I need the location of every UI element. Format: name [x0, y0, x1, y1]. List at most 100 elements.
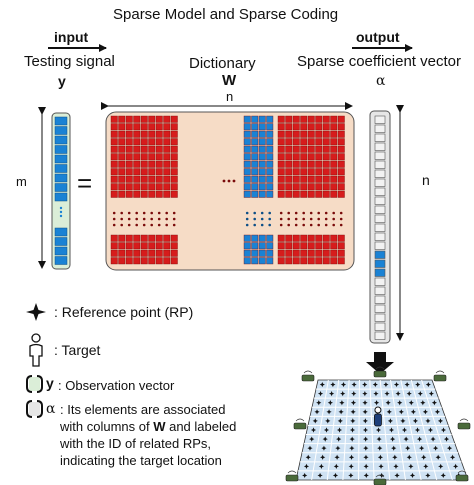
dictionary-cell — [155, 130, 163, 138]
dictionary-cell — [277, 175, 285, 183]
dictionary-cell — [125, 168, 133, 176]
ellipsis-dot — [172, 211, 176, 215]
dictionary-cell — [307, 249, 315, 257]
star-icon — [388, 427, 395, 433]
dictionary-cell — [170, 160, 178, 168]
grid-line — [379, 379, 391, 481]
grid-line — [326, 379, 340, 481]
dictionary-cell — [277, 115, 285, 123]
ellipsis-dot — [317, 223, 321, 227]
dictionary-cell — [337, 249, 345, 257]
dictionary-cell — [315, 168, 323, 176]
star-icon — [338, 409, 344, 415]
dictionary-cell — [170, 115, 178, 123]
dictionary-cell — [140, 234, 148, 242]
coefficient-cell — [374, 196, 386, 205]
dictionary-cell — [118, 249, 126, 257]
dictionary-cell — [251, 145, 259, 153]
dictionary-cell — [277, 249, 285, 257]
star-icon — [427, 427, 434, 433]
ellipsis-dot — [260, 211, 264, 215]
dictionary-cell — [322, 257, 330, 265]
sensor-icon — [301, 374, 315, 382]
ellipsis-dot — [332, 211, 336, 215]
ellipsis-dot — [112, 217, 116, 221]
star-icon — [340, 381, 347, 388]
dictionary-cell — [140, 153, 148, 161]
dictionary-cell — [155, 115, 163, 123]
dictionary-cell — [258, 123, 266, 131]
star-icon — [434, 409, 441, 415]
dictionary-cell — [300, 183, 308, 191]
dictionary-cell — [322, 183, 330, 191]
dictionary-cell — [118, 138, 126, 146]
dictionary-cell — [133, 175, 141, 183]
dictionary-cell — [140, 160, 148, 168]
dictionary-cell — [251, 257, 259, 265]
dictionary-cells — [110, 115, 345, 265]
observation-cell — [54, 183, 68, 192]
dictionary-cell — [277, 242, 285, 250]
dictionary-cell — [277, 130, 285, 138]
dictionary-cell — [285, 145, 293, 153]
dictionary-cell — [155, 183, 163, 191]
dictionary-cell — [243, 153, 251, 161]
ellipsis-dot — [142, 211, 146, 215]
legend-alpha-symbol: α — [46, 401, 56, 417]
dictionary-cell — [337, 115, 345, 123]
star-icon — [391, 445, 397, 451]
star-icon — [303, 463, 310, 469]
ellipsis-dot — [339, 217, 343, 221]
input-symbol: y — [58, 73, 66, 89]
star-icon — [386, 409, 392, 415]
dictionary-cell — [133, 153, 141, 161]
star-icon — [392, 454, 398, 460]
coefficient-cell — [374, 205, 386, 214]
star-icon — [431, 400, 438, 406]
ellipsis-dot — [332, 217, 336, 221]
star-icon — [349, 445, 355, 451]
dictionary-cell — [266, 160, 274, 168]
dictionary-cell — [285, 249, 293, 257]
dictionary-cell — [277, 190, 285, 198]
dictionary-cell — [292, 242, 300, 250]
star-icon — [305, 454, 311, 460]
ellipsis-dot — [59, 206, 63, 210]
dictionary-cell — [258, 145, 266, 153]
dictionary-cell — [285, 123, 293, 131]
legend-alpha-line2-w: W — [153, 419, 166, 434]
star-icon — [422, 409, 428, 415]
dictionary-cell — [251, 190, 259, 198]
legend-target: : Target — [54, 342, 101, 358]
ellipsis-dot — [294, 211, 298, 215]
dictionary-cell — [140, 190, 148, 198]
star-icon — [415, 381, 421, 388]
dictionary-cell — [155, 138, 163, 146]
dictionary-cell — [322, 138, 330, 146]
dictionary-cell — [125, 115, 133, 123]
ellipsis-dot — [294, 217, 298, 221]
star-icon — [312, 418, 318, 424]
star-icon — [363, 445, 369, 451]
star-icon — [336, 427, 343, 433]
dictionary-cell — [251, 183, 259, 191]
dictionary-cell — [285, 130, 293, 138]
dictionary-cell — [148, 257, 156, 265]
star-icon — [419, 445, 425, 451]
dictionary-cell — [266, 183, 274, 191]
coefficient-cell — [374, 214, 386, 223]
star-icon — [378, 463, 384, 469]
star-icon — [325, 418, 331, 424]
star-icon — [318, 463, 324, 469]
dictionary-cell — [155, 123, 163, 131]
star-icon — [435, 454, 441, 460]
dictionary-cell — [148, 160, 156, 168]
star-icon — [302, 472, 308, 479]
dictionary-cell — [251, 153, 259, 161]
ellipsis-dot — [279, 223, 283, 227]
dictionary-name: Dictionary — [189, 55, 256, 72]
dictionary-cell — [163, 145, 171, 153]
coefficient-bracket-icon — [26, 400, 43, 418]
dictionary-cell — [337, 145, 345, 153]
legend-alpha-line2-pre: with columns of — [60, 419, 154, 434]
